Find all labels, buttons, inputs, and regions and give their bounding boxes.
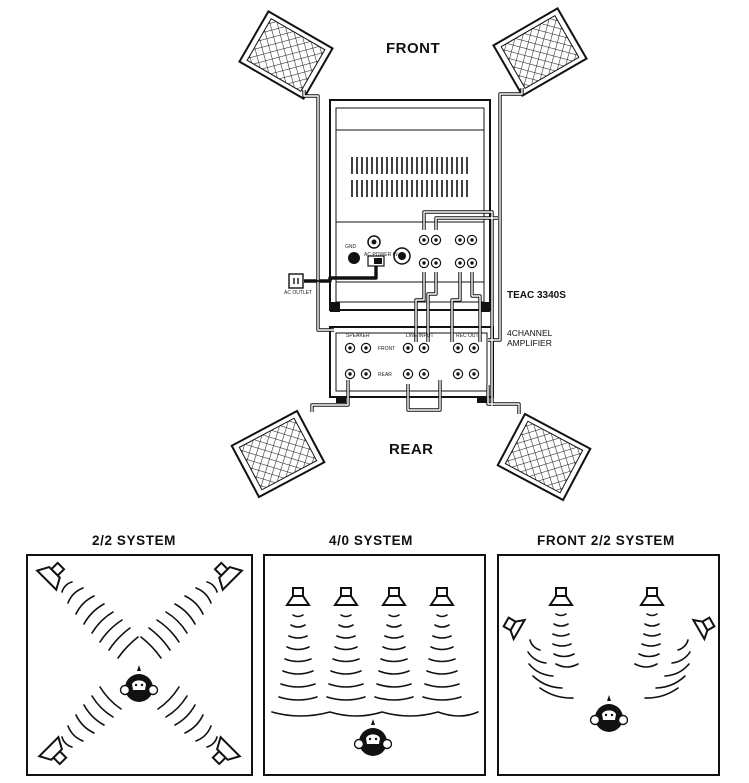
speaker-rear-right [496,412,592,502]
speaker-cables [302,88,524,414]
panel-title-2-2-system: 2/2 SYSTEM [92,533,177,548]
label-gnd: GND [345,244,357,250]
panel-front-2-2-system [497,554,720,776]
label-amplifier-line1: 4CHANNEL [507,328,553,338]
label-speaker: SPEAKER [346,333,370,339]
amplifier [329,326,494,403]
listener-head [119,665,159,702]
label-front: FRONT [386,40,441,57]
speaker-front-left [238,10,334,100]
panel-4-0-system [263,554,486,776]
panel-title-4-0-system: 4/0 SYSTEM [329,533,414,548]
tape-deck [329,99,491,312]
speaker-front-right [492,7,588,97]
panel-2-2-system [26,554,253,776]
label-deck-model: TEAC 3340S [507,290,566,301]
panel-title-front-2-2-system: FRONT 2/2 SYSTEM [537,533,675,548]
ac-outlet [288,273,304,289]
listener-head [589,695,629,732]
label-amplifier-line2: AMPLIFIER [507,338,552,348]
label-ac-outlet: AC OUTLET [284,290,313,296]
label-power-in: AC POWER IN [364,252,398,258]
listener-head [353,719,393,756]
label-rear-small: REAR [378,372,392,378]
label-rec-out: REC OUT [456,333,479,339]
speaker-rear-left [230,409,326,499]
label-rear: REAR [389,441,434,458]
label-line-input: LINE INPUT [406,333,434,339]
label-front-small: FRONT [378,346,396,352]
